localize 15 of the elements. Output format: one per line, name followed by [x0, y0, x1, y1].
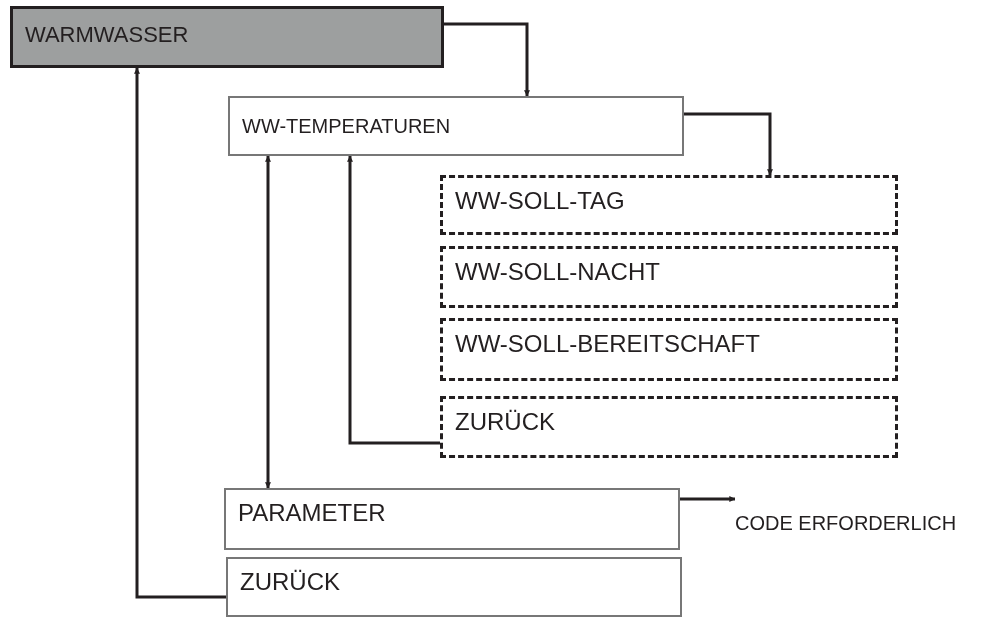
submenu-box: ZURÜCK	[440, 396, 898, 458]
arrow	[265, 155, 271, 489]
arrow	[347, 155, 440, 445]
menu-box: PARAMETER	[224, 488, 680, 550]
arrow	[684, 112, 773, 176]
menu-box: WW-TEMPERATUREN	[228, 96, 684, 156]
arrow	[680, 496, 736, 502]
arrow	[444, 22, 530, 97]
arrow	[134, 67, 226, 599]
submenu-box: WW-SOLL-TAG	[440, 175, 898, 235]
note-text: CODE ERFORDERLICH	[735, 508, 997, 538]
submenu-box: WW-SOLL-BEREITSCHAFT	[440, 318, 898, 381]
submenu-box: WW-SOLL-NACHT	[440, 246, 898, 308]
menu-box: WARMWASSER	[10, 6, 444, 68]
menu-box: ZURÜCK	[226, 557, 682, 617]
